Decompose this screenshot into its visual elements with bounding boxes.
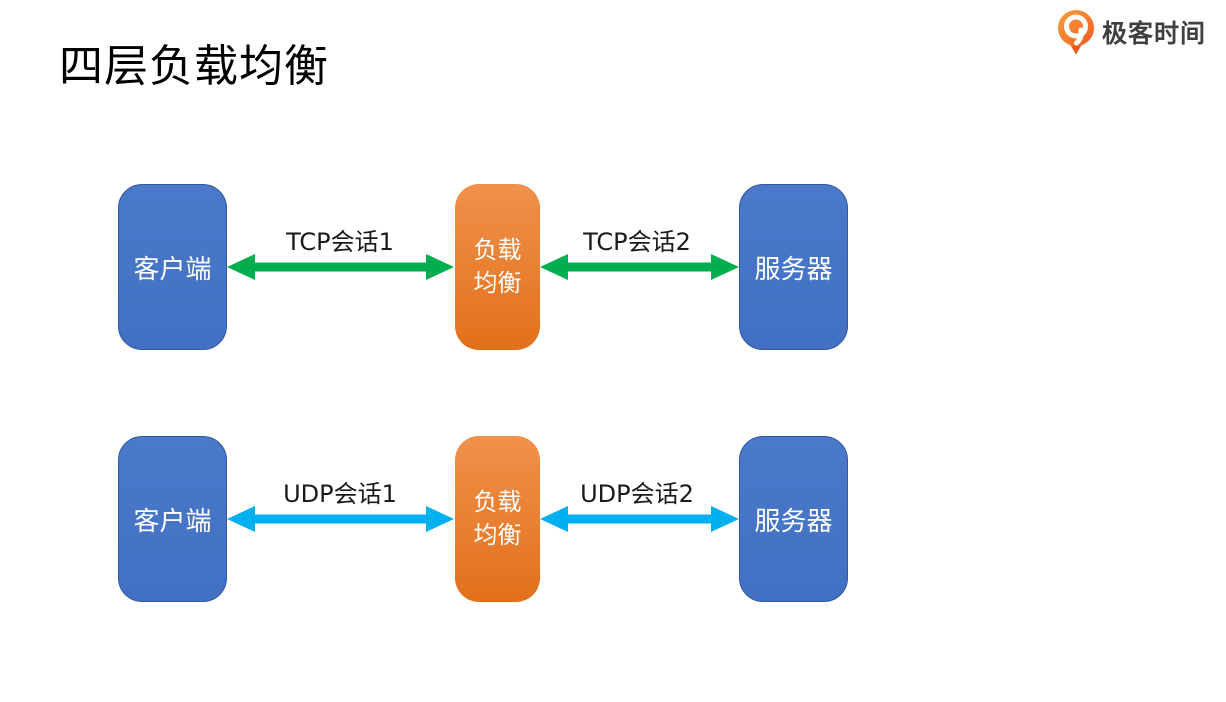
udp-session2-label: UDP会话2	[580, 480, 694, 508]
double-arrow-shape	[227, 506, 454, 532]
server-node-label: 服务器	[754, 506, 833, 537]
client-node-label: 客户端	[133, 254, 212, 285]
double-arrow-shape	[540, 506, 739, 532]
udp-session1-arrow	[227, 506, 454, 532]
client-node-udp: 客户端	[118, 436, 227, 602]
server-node-tcp: 服务器	[739, 184, 848, 350]
lb-node-label-line2: 均衡	[473, 521, 522, 549]
udp-session1-label: UDP会话1	[283, 480, 397, 508]
lb-node-label-line2: 均衡	[473, 269, 522, 297]
client-node-tcp: 客户端	[118, 184, 227, 350]
geektime-pin-icon	[1057, 9, 1095, 55]
client-node-label: 客户端	[133, 506, 212, 537]
double-arrow-shape	[540, 254, 739, 280]
lb-node-label-line1: 负载	[473, 236, 522, 264]
double-arrow-shape	[227, 254, 454, 280]
brand-logo: 极客时间	[1057, 9, 1206, 55]
server-node-udp: 服务器	[739, 436, 848, 602]
tcp-session1-label: TCP会话1	[286, 228, 394, 256]
tcp-session1-arrow	[227, 254, 454, 280]
page-title: 四层负载均衡	[59, 41, 329, 92]
tcp-session2-arrow	[540, 254, 739, 280]
brand-name: 极客时间	[1101, 19, 1206, 48]
udp-session2-arrow	[540, 506, 739, 532]
load-balancer-node-udp: 负载 均衡	[455, 436, 540, 602]
lb-node-label-line1: 负载	[473, 488, 522, 516]
tcp-session2-label: TCP会话2	[583, 228, 691, 256]
server-node-label: 服务器	[754, 254, 833, 285]
load-balancer-node-tcp: 负载 均衡	[455, 184, 540, 350]
